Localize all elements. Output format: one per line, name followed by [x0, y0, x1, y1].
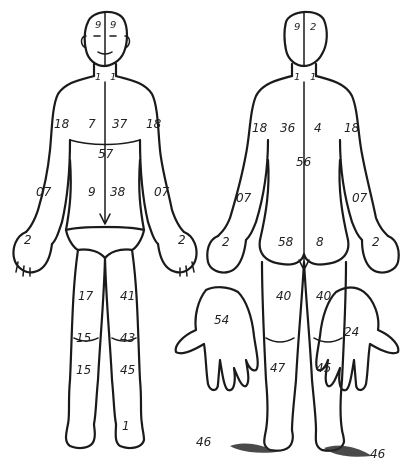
back-label-leg-left: 47 [270, 361, 286, 375]
front-label-shoulder-right: 18 [146, 117, 162, 131]
back-label-upper-back-right: 4 [314, 121, 322, 135]
front-label-head-right: 9 [110, 20, 116, 31]
front-label-forearm-left: 07 [36, 185, 52, 199]
front-label-thigh-left: 17 [78, 289, 94, 303]
back-label-head-left: 9 [294, 22, 300, 33]
front-label-neck-right: 1 [110, 72, 116, 83]
front-label-forearm-right: 07 [154, 185, 170, 199]
back-label-leg-right: 45 [316, 361, 331, 375]
back-label-buttock-right: 8 [316, 235, 324, 249]
back-label-upper-back-left: 36 [280, 121, 296, 135]
front-label-neck-left: 1 [95, 72, 101, 83]
back-label-forearm-left: 07 [236, 191, 252, 205]
front-label-leg-left: 15 [76, 363, 91, 377]
front-hand-left-fingers [16, 262, 30, 276]
front-label-hand-left: 2 [24, 233, 32, 247]
hand-labels: 54 24 [214, 313, 359, 339]
front-label-abdomen-left: 9 [88, 185, 96, 199]
back-label-back-center: 56 [296, 155, 312, 169]
front-label-knee-right: 43 [120, 331, 135, 345]
front-label-shoulder-left: 18 [54, 117, 70, 131]
front-label-head-left: 9 [95, 20, 101, 31]
hand-label-left-palm: 54 [214, 313, 229, 327]
back-label-thigh-left: 40 [276, 289, 292, 303]
back-legs [262, 262, 346, 430]
back-label-hand-right: 2 [372, 235, 380, 249]
back-foot-left [264, 430, 293, 451]
back-knee-left [266, 338, 294, 342]
front-label-leg-right: 45 [120, 363, 135, 377]
back-ground-shadow-left [230, 444, 276, 453]
back-label-shoulder-left: 18 [252, 121, 268, 135]
back-ground-shadow-right [324, 446, 372, 457]
back-label-buttock-left: 58 [278, 235, 294, 249]
back-label-shoulder-right: 18 [344, 121, 360, 135]
front-foot-right [116, 424, 144, 448]
front-label-trunk-center: 57 [98, 147, 114, 161]
back-label-neck-right: 1 [310, 72, 316, 83]
front-label-hand-right: 2 [178, 233, 186, 247]
back-label-foot-right: 46 [370, 447, 386, 461]
front-label-knee-left: 15 [76, 331, 91, 345]
back-label-thigh-right: 40 [316, 289, 332, 303]
front-label-thigh-right: 41 [120, 289, 135, 303]
back-hand-right [362, 236, 399, 273]
front-label-chest-left: 7 [88, 117, 96, 131]
back-label-forearm-right: 07 [352, 191, 368, 205]
front-head [85, 12, 127, 66]
front-label-abdomen-right: 38 [110, 185, 126, 199]
palm-left-outline [176, 287, 258, 390]
front-label-foot-right: 1 [122, 419, 130, 433]
front-figure [14, 12, 197, 448]
back-figure [207, 12, 398, 457]
front-hand-left [14, 232, 53, 272]
back-head [285, 12, 327, 66]
front-hand-right-fingers [180, 262, 194, 276]
front-label-chest-right: 37 [112, 117, 128, 131]
back-label-hand-left: 2 [222, 235, 230, 249]
back-labels: 9 2 1 1 18 18 36 4 56 07 07 58 8 2 2 40 … [196, 22, 386, 461]
front-foot-left [66, 424, 95, 448]
back-label-head-right: 2 [310, 22, 316, 33]
back-label-neck-left: 1 [294, 72, 300, 83]
hand-label-right-palm: 24 [344, 325, 359, 339]
back-label-foot-left: 46 [196, 435, 212, 449]
